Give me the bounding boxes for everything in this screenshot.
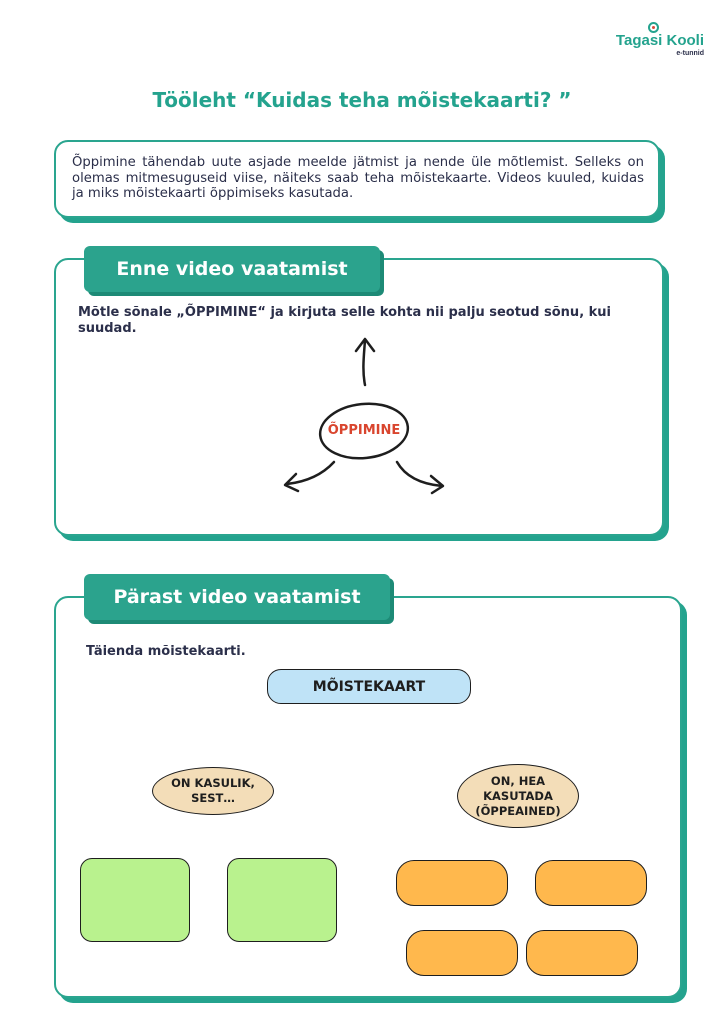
- intro-panel: Õppimine tähendab uute asjade meelde jät…: [54, 140, 660, 218]
- answer-box-orange-3[interactable]: [406, 930, 518, 976]
- before-video-heading: Enne video vaatamist: [84, 246, 380, 292]
- up-arrow-icon: [362, 338, 367, 387]
- center-ellipse: [318, 402, 410, 460]
- before-video-instruction: Mõtle sõnale „ÕPPIMINE“ ja kirjuta selle…: [78, 305, 612, 336]
- logo-pin-icon: [648, 22, 659, 33]
- concept-node-subjects-label: ON, HEA KASUTADA (ÕPPEAINED): [475, 773, 561, 818]
- logo-brand: Tagasi Kooli: [615, 32, 704, 49]
- logo-sub: e-tunnid: [676, 50, 704, 57]
- logo: Tagasi Kooli e-tunnid: [610, 22, 710, 58]
- center-word: ÕPPIMINE: [327, 423, 401, 438]
- concept-node-useful-label: ON KASULIK, SEST…: [171, 776, 255, 805]
- concept-node-subjects: ON, HEA KASUTADA (ÕPPEAINED): [457, 764, 579, 828]
- intro-text: Õppimine tähendab uute asjade meelde jät…: [72, 155, 644, 201]
- answer-box-orange-4[interactable]: [526, 930, 638, 976]
- answer-box-orange-1[interactable]: [396, 860, 508, 906]
- right-arrow-icon: [395, 460, 444, 488]
- answer-box-green-1[interactable]: [80, 858, 190, 942]
- left-arrow-icon: [285, 460, 336, 486]
- concept-map-root: MÕISTEKAART: [267, 669, 471, 704]
- concept-node-useful: ON KASULIK, SEST…: [152, 767, 274, 815]
- after-video-heading: Pärast video vaatamist: [84, 574, 390, 620]
- answer-box-orange-2[interactable]: [535, 860, 647, 906]
- page-title: Tööleht “Kuidas teha mõistekaarti? ”: [152, 88, 572, 112]
- after-video-instruction: Täienda mõistekaarti.: [86, 644, 246, 659]
- answer-box-green-2[interactable]: [227, 858, 337, 942]
- before-video-panel: [54, 258, 664, 536]
